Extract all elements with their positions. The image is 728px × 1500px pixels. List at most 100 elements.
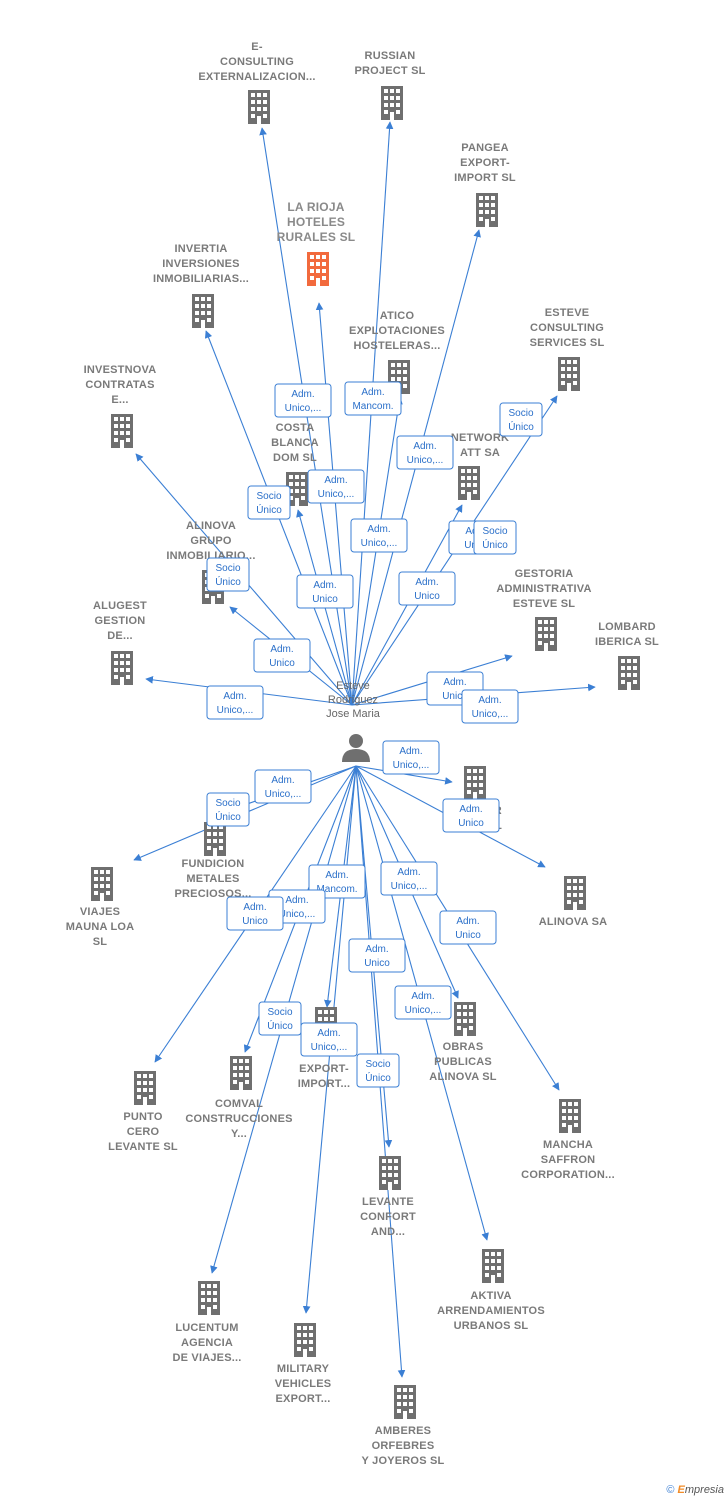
company-label-line: DE...: [107, 630, 132, 642]
role-badge-text: Socio: [508, 408, 533, 419]
role-badge-adm-unico[interactable]: Adm.Unico: [348, 938, 406, 973]
role-badge-adm-unico-trunc[interactable]: Adm.Unico,...: [461, 689, 519, 724]
role-badge-text: Unico: [312, 594, 338, 605]
building-icon: [111, 651, 133, 685]
role-badge-box: [396, 435, 454, 470]
role-badge-text: Adm.: [270, 644, 293, 655]
company-node-military[interactable]: MILITARYVEHICLESEXPORT...: [275, 1323, 332, 1405]
role-badge-adm-unico-trunc[interactable]: Adm.Unico,...: [274, 383, 332, 418]
role-badge-adm-unico[interactable]: Adm.Unico: [296, 574, 354, 609]
role-badge-adm-unico[interactable]: Adm.Unico: [253, 638, 311, 673]
building-icon: [204, 822, 226, 856]
role-badge-adm-unico-trunc[interactable]: Adm.Unico,...: [206, 685, 264, 720]
role-badge-text: Unico: [364, 958, 390, 969]
company-node-comval[interactable]: COMVALCONSTRUCCIONESY...: [185, 1056, 292, 1140]
company-label-line: VIAJES: [80, 906, 120, 918]
role-badge-box: [247, 485, 291, 520]
building-icon: [307, 252, 329, 286]
role-badge-adm-unico[interactable]: Adm.Unico: [442, 798, 500, 833]
company-node-export-import[interactable]: EXPORT-IMPORT...: [298, 1007, 351, 1090]
role-badge-adm-unico[interactable]: Adm.Unico: [439, 910, 497, 945]
company-label-line: ARRENDAMIENTOS: [437, 1305, 545, 1317]
role-badge-adm-unico-trunc[interactable]: Adm.Unico,...: [382, 740, 440, 775]
company-label-line: CONFORT: [360, 1211, 416, 1223]
role-badge-text: Adm.: [223, 691, 246, 702]
company-node-fundicion[interactable]: FUNDICIONMETALESPRECIOSOS...: [175, 822, 252, 900]
company-label-line: RUSSIAN: [365, 50, 416, 62]
company-label-line: DOM SL: [273, 452, 317, 464]
role-badge-adm-unico-trunc[interactable]: Adm.Unico,...: [396, 435, 454, 470]
company-label-line: ALINOVA SL: [429, 1071, 496, 1083]
role-badge-box: [356, 1053, 400, 1088]
role-badge-text: Unico,...: [311, 1042, 348, 1053]
role-badge-adm-unico[interactable]: Adm.Unico: [226, 896, 284, 931]
company-node-alinova-sa[interactable]: ALINOVA SA: [539, 876, 608, 928]
company-node-alugest[interactable]: ALUGESTGESTIONDE...: [93, 600, 147, 685]
role-badge-adm-unico-trunc[interactable]: Adm.Unico,...: [307, 469, 365, 504]
company-label-line: METALES: [186, 873, 239, 885]
role-badge-text: Socio: [267, 1007, 292, 1018]
company-label-line: AKTIVA: [470, 1290, 511, 1302]
role-badge-text: Adm.: [361, 387, 384, 398]
role-badge-adm-unico-trunc[interactable]: Adm.Unico,...: [380, 861, 438, 896]
person-name-line-3: Jose Maria: [326, 708, 381, 720]
company-label-line: E-: [251, 41, 263, 53]
role-badge-adm-unico-trunc[interactable]: Adm.Unico,...: [394, 985, 452, 1020]
role-badge-box: [348, 938, 406, 973]
building-icon: [476, 193, 498, 227]
company-label-line: OBRAS: [443, 1041, 484, 1053]
role-badge-text: Adm.: [399, 746, 422, 757]
company-node-invertia[interactable]: INVERTIAINVERSIONESINMOBILIARIAS...: [153, 243, 249, 328]
company-node-investnova[interactable]: INVESTNOVACONTRATASE...: [84, 364, 157, 448]
company-label-line: EXPORT-: [299, 1063, 349, 1075]
role-badge-text: Socio: [482, 526, 507, 537]
company-label-line: PUNTO: [123, 1111, 163, 1123]
building-icon: [192, 294, 214, 328]
company-label-line: INVERSIONES: [162, 258, 239, 270]
role-badge-box: [206, 557, 250, 592]
role-badge-adm-unico-trunc[interactable]: Adm.Unico,...: [300, 1022, 358, 1057]
company-label-line: BLANCA: [271, 437, 319, 449]
role-badge-text: Unico,...: [407, 455, 444, 466]
role-badge-text: Unico: [242, 916, 268, 927]
company-node-levante-confort[interactable]: LEVANTECONFORTAND...: [360, 1156, 416, 1238]
role-badge-adm-unico[interactable]: Adm.Unico: [398, 571, 456, 606]
company-node-e-consulting[interactable]: E-CONSULTINGEXTERNALIZACION...: [198, 41, 315, 124]
role-badge-adm-unico-trunc[interactable]: Adm.Unico,...: [350, 518, 408, 553]
building-icon: [230, 1056, 252, 1090]
role-badge-adm-mancom[interactable]: Adm.Mancom.: [344, 381, 402, 416]
company-node-atico[interactable]: ATICOEXPLOTACIONESHOSTELERAS...: [349, 310, 445, 394]
role-badge-box: [258, 1001, 302, 1036]
role-badge-box: [380, 861, 438, 896]
role-badge-adm-unico-trunc[interactable]: Adm.Unico,...: [254, 769, 312, 804]
building-icon: [618, 656, 640, 690]
company-label-line: MANCHA: [543, 1139, 593, 1151]
company-label-line: CERO: [127, 1126, 160, 1138]
role-badge-box: [253, 638, 311, 673]
role-badge-text: Unico,...: [265, 789, 302, 800]
company-node-mancha-saffron[interactable]: MANCHASAFFRONCORPORATION...: [521, 1099, 615, 1181]
person-node[interactable]: Esteve Rodriguez Jose Maria: [326, 680, 381, 762]
